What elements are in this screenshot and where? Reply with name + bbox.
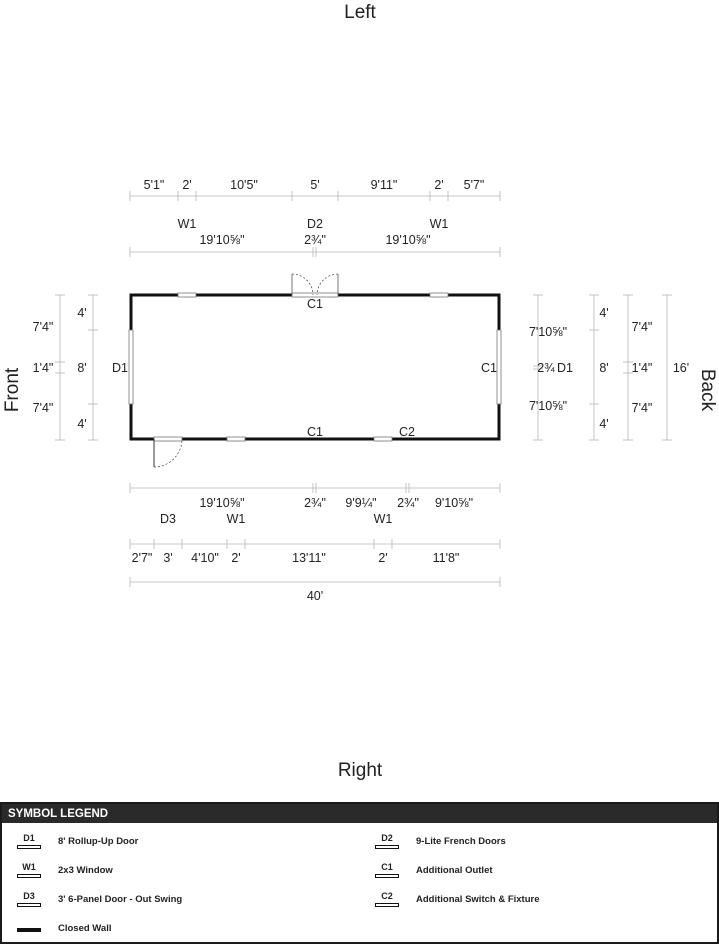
left-outer-dim-2: 1'4" xyxy=(33,361,54,375)
legend-label-w1: 2x3 Window xyxy=(58,865,113,876)
left-outer-dim-3: 7'4" xyxy=(33,401,54,415)
plan-label-d1-front: D1 xyxy=(112,361,128,375)
door-d3-out-swing xyxy=(153,436,183,468)
right-label-d1: D1 xyxy=(557,361,573,375)
side-label-left: Left xyxy=(344,2,376,23)
legend-label-c2: Additional Switch & Fixture xyxy=(416,894,540,905)
right-dim-b-1: 4' xyxy=(599,306,608,320)
legend-label-d3: 3' 6-Panel Door - Out Swing xyxy=(58,894,183,905)
right-dim-a-2: 2¾ xyxy=(537,361,555,375)
top-dim-row2-2: 2¾" xyxy=(304,233,326,247)
top-dim-1: 5'1" xyxy=(144,178,165,192)
top-label-w1-right: W1 xyxy=(430,217,449,231)
door-d1-back xyxy=(496,329,502,405)
legend-title: SYMBOL LEGEND xyxy=(2,804,717,823)
top-dim-7: 5'7" xyxy=(464,178,485,192)
bottom-dim-row1-1: 19'10⅝" xyxy=(199,496,244,510)
bottom-dim-row1-3: 9'9¼" xyxy=(345,496,376,510)
door-d2-french xyxy=(291,273,339,298)
bottom-dim-row2-4: 2' xyxy=(231,551,240,565)
top-dim-4: 5' xyxy=(310,178,319,192)
side-label-front: Front xyxy=(2,367,23,412)
top-dim-3: 10'5" xyxy=(230,178,258,192)
dimension-lines xyxy=(55,191,672,587)
plan-label-c2-bottom: C2 xyxy=(399,425,415,439)
legend-label-d1: 8' Rollup-Up Door xyxy=(58,836,139,847)
left-inner-dim-2: 8' xyxy=(77,361,86,375)
bottom-dim-row2-2: 3' xyxy=(163,551,172,565)
legend-symbol-d3: D3 xyxy=(16,891,42,911)
bottom-label-d3: D3 xyxy=(160,512,176,526)
legend-symbol-c2: C2 xyxy=(374,891,400,911)
bottom-dim-row1-5: 9'10⅝" xyxy=(435,496,473,510)
right-dim-a-3: 7'10⅝" xyxy=(529,399,567,413)
symbol-legend: SYMBOL LEGEND D1 8' Rollup-Up Door D2 9-… xyxy=(0,802,719,944)
right-dim-c-1: 7'4" xyxy=(632,320,653,334)
bottom-label-w1-right: W1 xyxy=(374,512,393,526)
window-w1-bottom-left xyxy=(226,436,246,442)
bottom-dim-row1-4: 2¾" xyxy=(397,496,419,510)
bottom-dim-row1-2: 2¾" xyxy=(304,496,326,510)
top-dim-2: 2' xyxy=(182,178,191,192)
left-inner-dim-1: 4' xyxy=(77,306,86,320)
side-label-right: Right xyxy=(338,760,383,781)
legend-label-d2: 9-Lite French Doors xyxy=(416,836,506,847)
bottom-dim-row2-1: 2'7" xyxy=(132,551,153,565)
top-dim-6: 2' xyxy=(434,178,443,192)
top-label-d2: D2 xyxy=(307,217,323,231)
door-d1-front xyxy=(128,329,134,405)
right-dim-b-3: 4' xyxy=(599,417,608,431)
right-total-dim: 16' xyxy=(673,361,689,375)
plan-label-c1-top: C1 xyxy=(307,297,323,311)
plan-label-c1-right: C1 xyxy=(481,361,497,375)
right-dim-b-2: 8' xyxy=(599,361,608,375)
side-label-back: Back xyxy=(697,369,718,412)
bottom-dim-row2-3: 4'10" xyxy=(191,551,219,565)
top-label-w1-left: W1 xyxy=(178,217,197,231)
top-dim-row2-3: 19'10⅝" xyxy=(385,233,430,247)
legend-symbol-w1: W1 xyxy=(16,862,42,882)
legend-label-c1: Additional Outlet xyxy=(416,865,493,876)
left-outer-dim-1: 7'4" xyxy=(33,320,54,334)
window-w1-top-left xyxy=(177,292,197,298)
right-dim-c-3: 7'4" xyxy=(632,401,653,415)
floor-plan: Left Right Front Back xyxy=(2,2,718,781)
legend-grid: D1 8' Rollup-Up Door D2 9-Lite French Do… xyxy=(2,823,717,942)
top-dim-row2-1: 19'10⅝" xyxy=(199,233,244,247)
building-wall xyxy=(129,293,501,441)
legend-symbol-closed-wall xyxy=(16,920,42,940)
bottom-dim-row2-5: 13'11" xyxy=(292,551,326,565)
window-w1-bottom-right xyxy=(373,436,393,442)
bottom-label-w1-left: W1 xyxy=(227,512,246,526)
right-dim-c-2: 1'4" xyxy=(632,361,653,375)
window-w1-top-right xyxy=(429,292,449,298)
left-inner-dim-3: 4' xyxy=(77,417,86,431)
bottom-dim-row2-7: 11'8" xyxy=(433,551,460,565)
plan-label-c1-bottom: C1 xyxy=(307,425,323,439)
bottom-dim-row2-6: 2' xyxy=(378,551,387,565)
legend-symbol-d2: D2 xyxy=(374,833,400,853)
legend-label-closed-wall: Closed Wall xyxy=(58,923,112,934)
bottom-total-dim: 40' xyxy=(307,589,323,603)
top-dim-5: 9'11" xyxy=(371,178,398,192)
legend-symbol-d1: D1 xyxy=(16,833,42,853)
legend-symbol-c1: C1 xyxy=(374,862,400,882)
right-dim-a-1: 7'10⅝" xyxy=(529,325,567,339)
